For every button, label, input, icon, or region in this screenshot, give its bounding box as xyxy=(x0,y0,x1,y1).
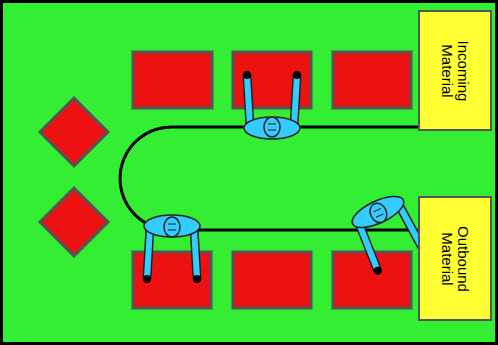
operator xyxy=(347,190,428,276)
box-label: Outbound Material xyxy=(439,201,471,316)
material-box: Incoming Material xyxy=(418,10,492,131)
workstation-diamond xyxy=(40,188,108,256)
workstation-diamond xyxy=(40,98,108,166)
workstation xyxy=(133,52,212,108)
operator xyxy=(143,215,201,283)
rotated-label: Incoming Material xyxy=(439,15,471,126)
workstations xyxy=(40,52,411,308)
operator xyxy=(243,71,301,139)
workstation xyxy=(233,252,311,308)
box-label: Incoming Material xyxy=(439,15,471,126)
material-box: Outbound Material xyxy=(418,196,492,321)
workstation xyxy=(333,52,411,108)
rotated-label: Outbound Material xyxy=(439,201,471,316)
